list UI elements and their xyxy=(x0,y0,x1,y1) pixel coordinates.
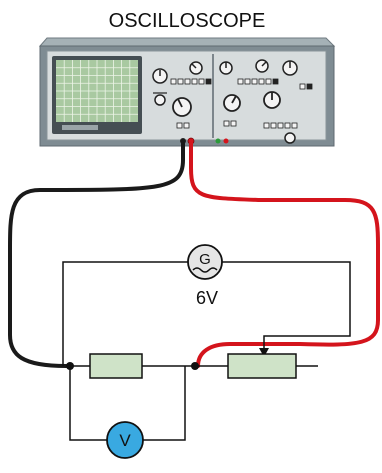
knob-top-1[interactable] xyxy=(152,68,168,84)
fixed-resistor xyxy=(89,353,143,379)
junction-node-right xyxy=(191,362,199,370)
knob-large-right[interactable] xyxy=(263,91,281,109)
panel-button[interactable] xyxy=(183,122,190,129)
panel-button[interactable] xyxy=(198,78,205,85)
screen-grid xyxy=(56,60,138,122)
panel-button[interactable] xyxy=(176,122,183,129)
panel-button[interactable] xyxy=(306,83,313,90)
voltmeter: V xyxy=(106,421,144,459)
knob-top-4[interactable] xyxy=(255,59,269,73)
panel-button[interactable] xyxy=(270,122,277,129)
panel-button[interactable] xyxy=(263,122,270,129)
panel-button[interactable] xyxy=(230,120,237,127)
knob-top-5[interactable] xyxy=(282,60,298,76)
panel-button[interactable] xyxy=(258,78,265,85)
rheostat xyxy=(227,353,297,379)
circuit-wires xyxy=(62,261,351,441)
junction-node-left xyxy=(66,362,74,370)
oscilloscope xyxy=(38,37,336,147)
screen-label-plate xyxy=(62,125,98,130)
panel-button[interactable] xyxy=(265,78,272,85)
generator-circle xyxy=(187,244,223,280)
knob-small-left[interactable] xyxy=(153,92,167,106)
panel-button[interactable] xyxy=(299,83,306,90)
indicator-light-red xyxy=(223,138,229,144)
voltmeter-circle xyxy=(106,421,144,459)
panel-button[interactable] xyxy=(205,78,212,85)
panel-button[interactable] xyxy=(170,78,177,85)
knob-large-left[interactable] xyxy=(172,97,192,117)
panel-button[interactable] xyxy=(184,78,191,85)
panel-button[interactable] xyxy=(191,78,198,85)
knob-top-3[interactable] xyxy=(219,61,233,75)
generator-symbol: G xyxy=(199,251,211,268)
panel-button[interactable] xyxy=(272,78,279,85)
panel-button[interactable] xyxy=(177,78,184,85)
generator-voltage-label: 6V xyxy=(196,288,218,308)
oscilloscope-top-bevel xyxy=(38,37,336,47)
panel-button[interactable] xyxy=(223,120,230,127)
panel-button[interactable] xyxy=(277,122,284,129)
panel-button[interactable] xyxy=(251,78,258,85)
button-rows xyxy=(170,78,313,129)
panel-button[interactable] xyxy=(291,122,298,129)
knob-small-bottom-right[interactable] xyxy=(284,132,296,144)
panel-button[interactable] xyxy=(244,78,251,85)
panel-button[interactable] xyxy=(284,122,291,129)
voltmeter-symbol: V xyxy=(119,431,131,450)
rheostat-slider-arrow xyxy=(259,348,269,357)
sine-wave-icon xyxy=(192,267,218,273)
knob-large-mid[interactable] xyxy=(223,94,241,112)
ac-generator: G xyxy=(187,244,223,280)
oscilloscope-title: OSCILLOSCOPE xyxy=(109,10,266,32)
panel-button[interactable] xyxy=(237,78,244,85)
indicator-light-green xyxy=(215,138,221,144)
red-lead-wire xyxy=(189,139,380,368)
knob-top-2[interactable] xyxy=(189,61,203,75)
black-lead-wire xyxy=(8,139,185,368)
